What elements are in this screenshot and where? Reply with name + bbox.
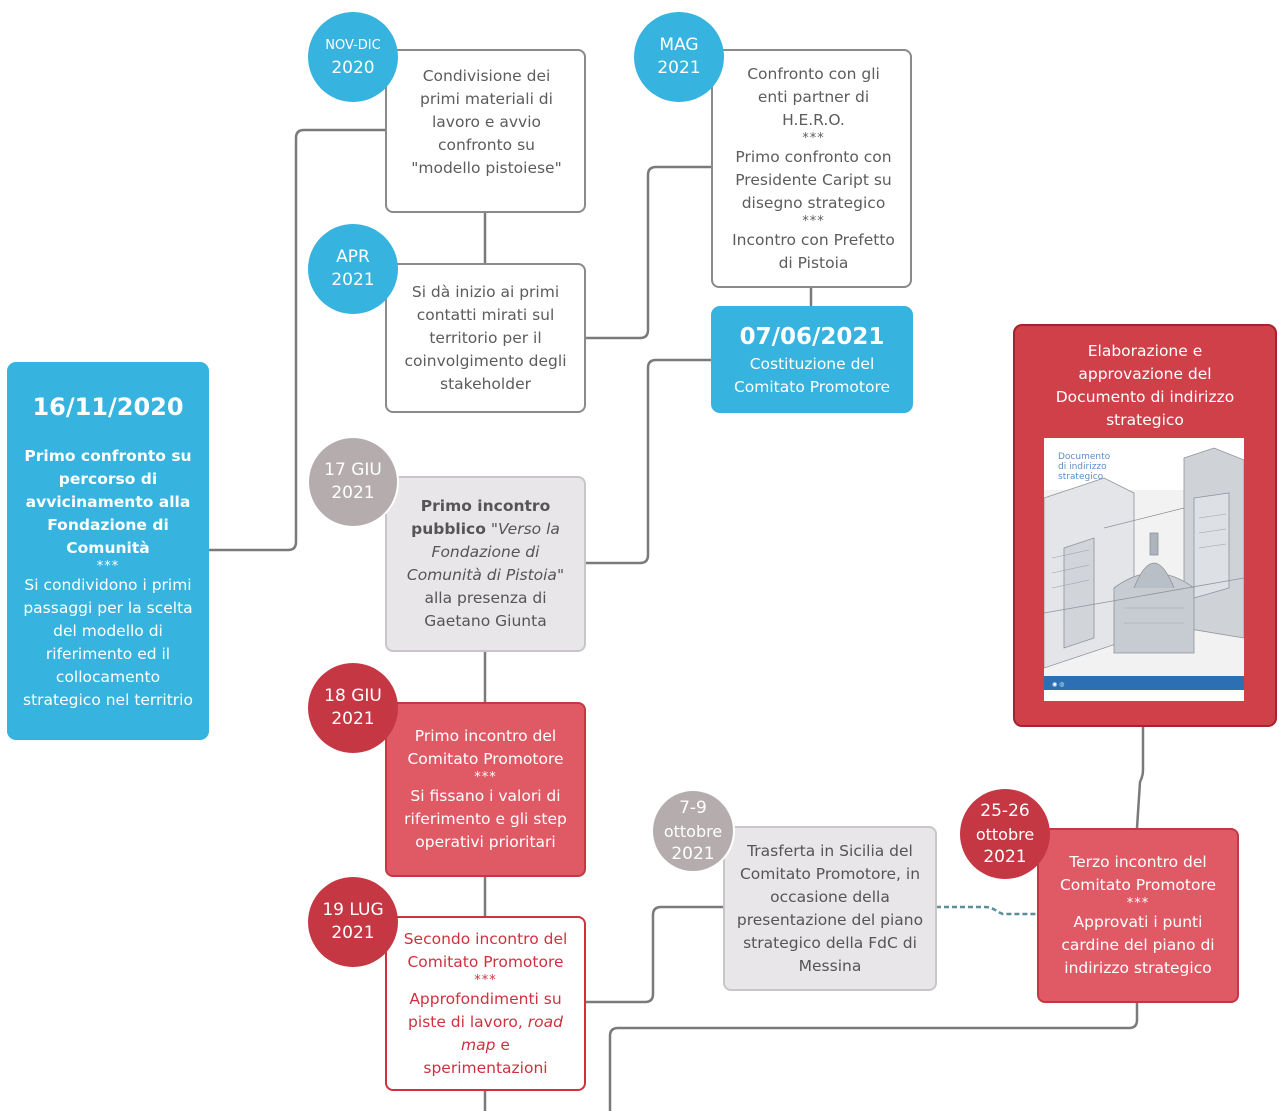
costituzione-text: Costituzione del Comitato Promotore	[733, 354, 891, 396]
ott2526-badge: 25-26 ottobre 2021	[960, 789, 1050, 879]
ott2526-separator: ***	[1126, 896, 1150, 911]
lug19-italic: road map	[461, 1012, 563, 1054]
ott2526-box: Terzo incontro del Comitato Promotore **…	[1037, 828, 1239, 1003]
giu17-italic: Verso la Fondazione di Comunità di Pisto…	[406, 520, 560, 584]
document-cover-illustration: ◉ ◎	[1044, 438, 1244, 701]
mag-badge-year: 2021	[657, 58, 701, 78]
giu18-badge-top: 18 GIU	[324, 686, 382, 706]
giu18-badge-year: 2021	[331, 709, 375, 729]
giu17-bold: Primo incontro pubblico	[411, 497, 551, 538]
start-date: 16/11/2020	[32, 392, 184, 421]
lug19-title: Secondo incontro del Comitato Promotore	[403, 929, 568, 971]
svg-text:◉ ◎: ◉ ◎	[1052, 681, 1064, 688]
connector-start-novdic	[209, 128, 386, 552]
giu18-badge: 18 GIU 2021	[308, 663, 398, 753]
giu18-box: Primo incontro del Comitato Promotore **…	[385, 702, 586, 877]
novdic-box: Condivisione dei primi materiali di lavo…	[385, 49, 586, 213]
start-separator: ***	[96, 558, 120, 574]
start-milestone-box: 16/11/2020 Primo confronto su percorso d…	[7, 362, 209, 740]
connector-apr-mag	[585, 165, 712, 340]
ott2526-title: Terzo incontro del Comitato Promotore	[1059, 853, 1217, 894]
mag-text-1: Confronto con gli enti partner di H.E.R.…	[747, 64, 880, 129]
ott2526-badge-line3: 2021	[983, 846, 1027, 867]
ott79-badge-line2: ottobre	[663, 821, 723, 841]
mag-text-2: Primo confronto con Presidente Caript su…	[735, 147, 892, 212]
connector-ott2526-bottom	[608, 1002, 1139, 1111]
ott79-box: Trasferta in Sicilia del Comitato Promot…	[723, 826, 937, 991]
giu17-quote-open: "	[490, 520, 498, 538]
giu17-badge: 17 GIU 2021	[307, 436, 399, 528]
mag-box: Confronto con gli enti partner di H.E.R.…	[711, 49, 912, 288]
lug19-badge: 19 LUG 2021	[308, 877, 398, 967]
novdic-badge-year: 2020	[331, 58, 375, 78]
lug19-badge-top: 19 LUG	[322, 900, 384, 920]
apr-badge-year: 2021	[331, 270, 375, 290]
documento-title: Elaborazione e approvazione del Document…	[1055, 342, 1235, 429]
giu17-quote-close: "	[556, 566, 565, 584]
costituzione-date: 07/06/2021	[739, 323, 885, 350]
start-title: Primo confronto su percorso di avvicinam…	[24, 446, 192, 557]
giu17-badge-top: 17 GIU	[324, 460, 382, 480]
lug19-badge-year: 2021	[331, 923, 375, 943]
start-text: Si condividono i primi passaggi per la s…	[23, 575, 193, 709]
lug19-text: Approfondimenti su piste di lavoro, road…	[397, 988, 574, 1080]
giu18-title: Primo incontro del Comitato Promotore	[407, 727, 564, 768]
connector-giu17-costituzione	[585, 358, 712, 565]
connector-documento-ott2526	[1135, 726, 1145, 829]
document-cover-title: Documento di indirizzo strategico	[1058, 452, 1111, 482]
giu17-rest: alla presenza di Gaetano Giunta	[424, 589, 547, 630]
lug19-separator: ***	[474, 972, 497, 988]
giu17-badge-year: 2021	[331, 483, 375, 503]
lug19-text-after: e sperimentazioni	[423, 1035, 548, 1077]
apr-box: Si dà inizio ai primi contatti mirati su…	[385, 263, 586, 413]
giu18-separator: ***	[474, 770, 497, 785]
mag-text-3: Incontro con Prefetto di Pistoia	[732, 230, 895, 272]
giu18-text: Si fissano i valori di riferimento e gli…	[404, 787, 567, 851]
mag-badge-top: MAG	[659, 35, 699, 55]
apr-badge: APR 2021	[308, 224, 398, 314]
lug19-box: Secondo incontro del Comitato Promotore …	[385, 916, 586, 1091]
mag-separator-1: ***	[802, 130, 825, 146]
connector-ott79-ott2526-dashed	[936, 905, 1038, 916]
novdic-badge-top: NOV-DIC	[325, 38, 381, 53]
apr-badge-top: APR	[336, 247, 370, 267]
ott79-badge: 7-9 ottobre 2021	[651, 789, 735, 873]
apr-text: Si dà inizio ai primi contatti mirati su…	[404, 282, 567, 393]
document-cover-image: ◉ ◎ Documento di indirizzo strategico	[1044, 438, 1244, 701]
giu17-text: Primo incontro pubblico "Verso la Fondaz…	[399, 495, 572, 633]
ott2526-text: Approvati i punti cardine del piano di i…	[1061, 913, 1215, 977]
ott79-badge-line1: 7-9	[679, 797, 707, 818]
mag-separator-2: ***	[802, 213, 825, 229]
lug19-text-before: Approfondimenti su piste di lavoro,	[408, 989, 562, 1031]
mag-badge: MAG 2021	[634, 12, 724, 102]
novdic-badge: NOV-DIC 2020	[308, 12, 398, 102]
costituzione-box: 07/06/2021 Costituzione del Comitato Pro…	[711, 306, 913, 413]
ott79-badge-line3: 2021	[671, 843, 715, 864]
novdic-text: Condivisione dei primi materiali di lavo…	[411, 67, 562, 177]
ott2526-badge-line2: ottobre	[975, 824, 1035, 844]
ott79-text: Trasferta in Sicilia del Comitato Promot…	[736, 841, 924, 975]
connector-lug19-ott79	[585, 905, 724, 1004]
giu17-box: Primo incontro pubblico "Verso la Fondaz…	[385, 476, 586, 652]
ott2526-badge-line1: 25-26	[980, 800, 1030, 821]
